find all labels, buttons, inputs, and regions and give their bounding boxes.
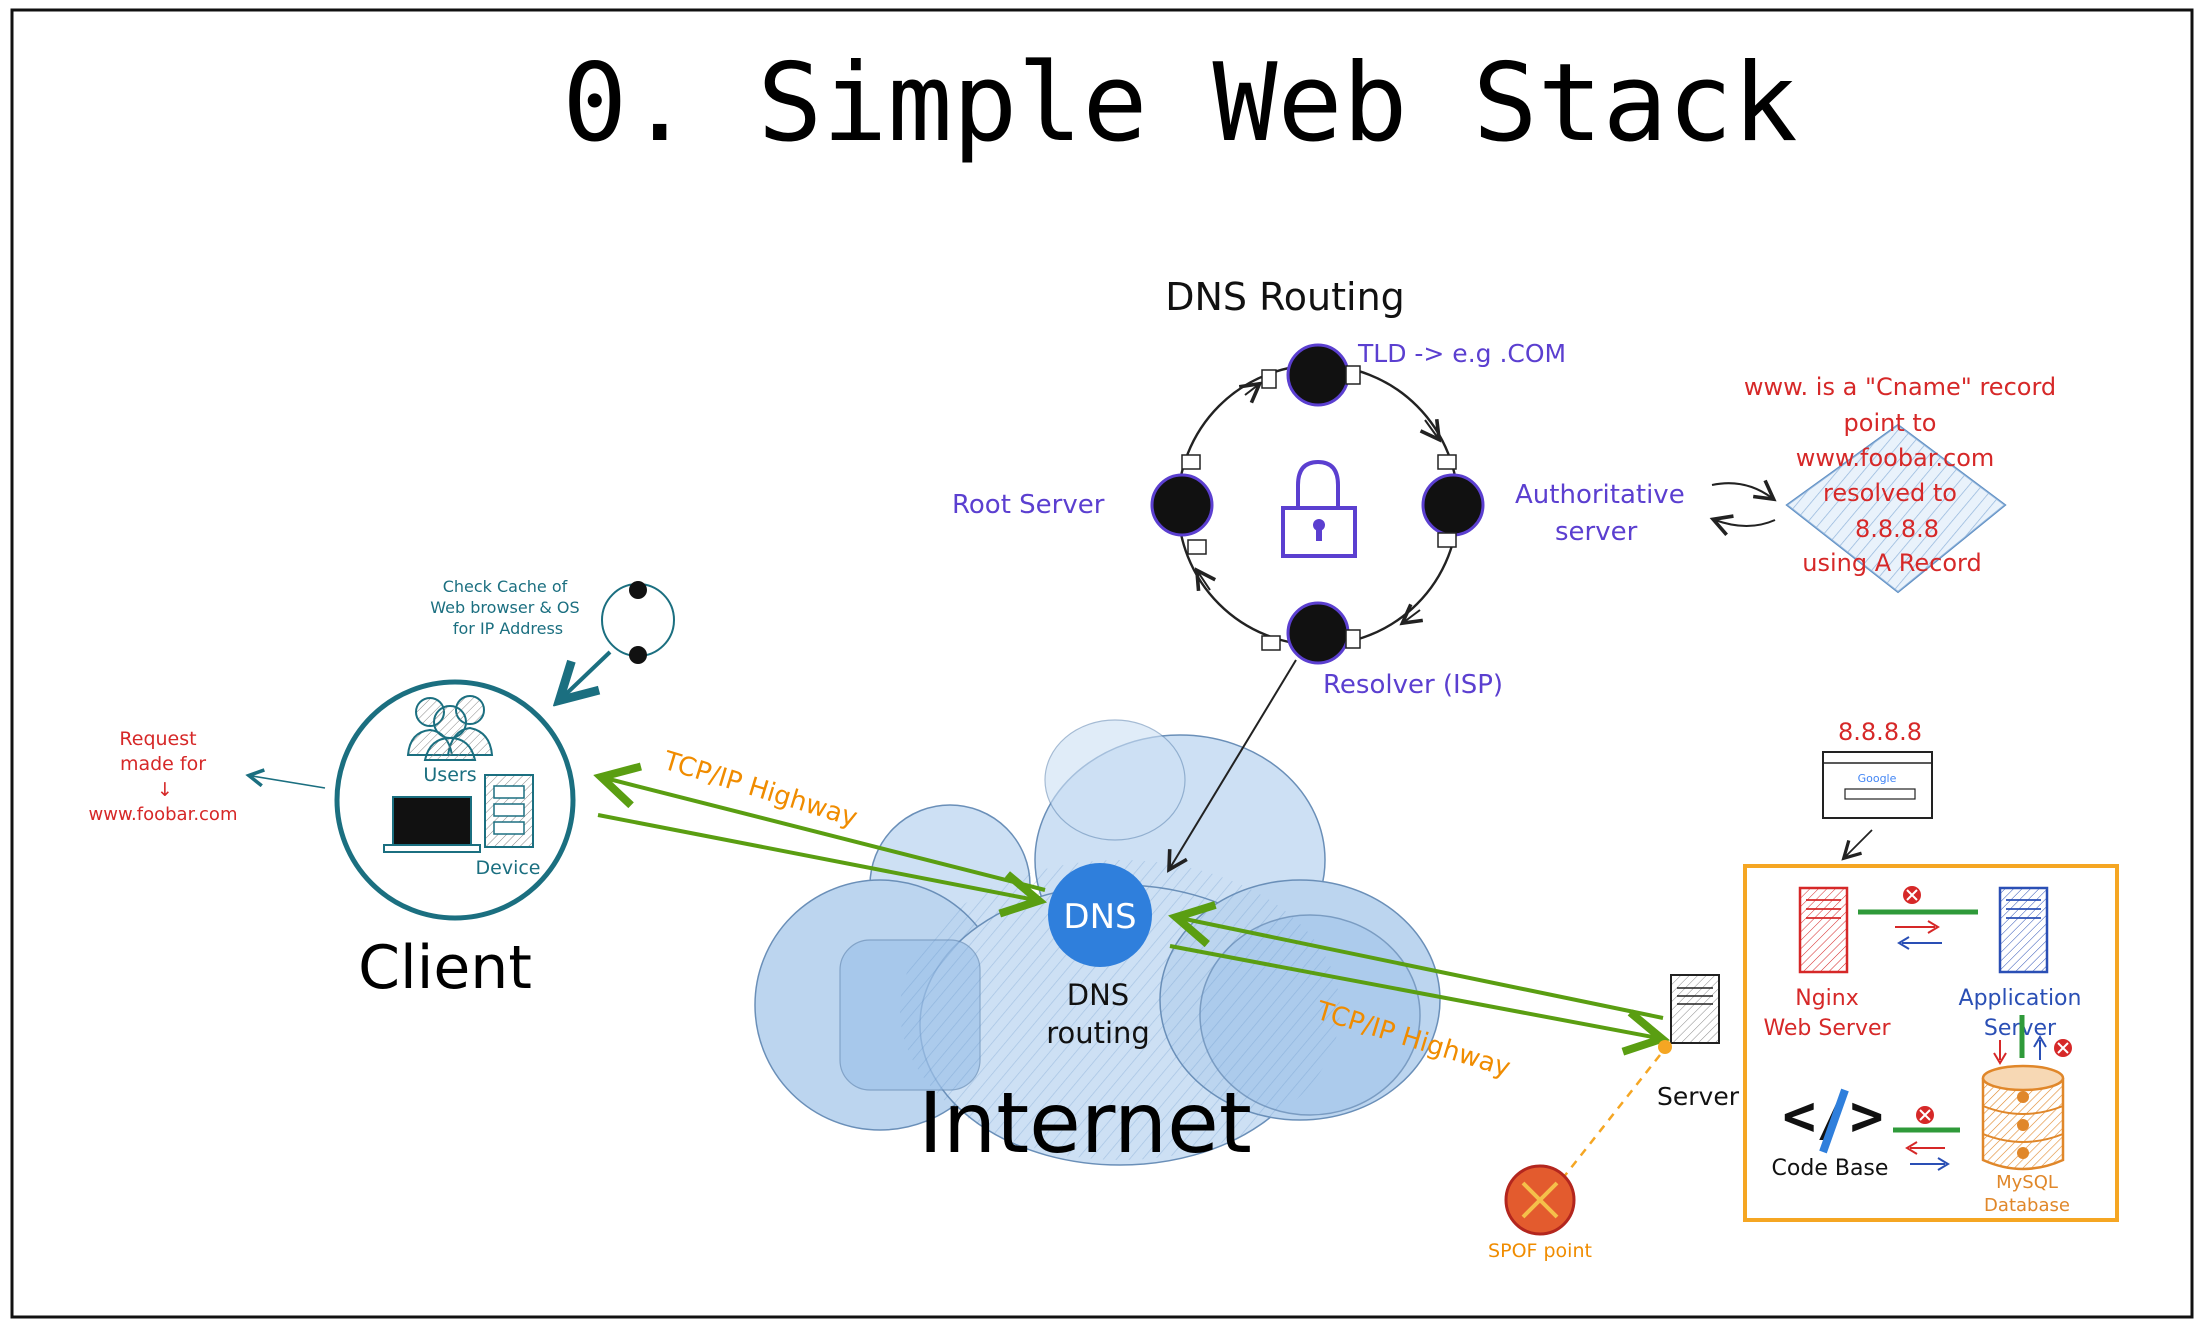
users-icon [406,695,494,761]
nginx-server-icon [1798,886,1849,974]
cname-line-5: 8.8.8.8 [1855,515,1939,543]
dns-routing-caption-2: routing [1046,1016,1150,1050]
server-ip-label: 8.8.8.8 [1838,718,1922,746]
mysql-database-icon [1981,1064,2065,1171]
dns-badge-label: DNS [1063,897,1136,937]
laptop-icon [383,796,481,853]
device-label: Device [476,857,541,879]
cache-line-2: Web browser & OS [430,598,579,617]
cname-note: www. is a "Cname" record point to www.fo… [1744,373,2056,594]
authoritative-label-2: server [1555,517,1638,547]
spof-label: SPOF point [1488,1240,1592,1262]
cname-line-4: resolved to [1823,479,1957,507]
mysql-label-1: MySQL [1996,1172,2058,1193]
dns-routing-heading: DNS Routing [1165,275,1405,319]
root-server-label: Root Server [952,490,1105,520]
dns-routing-caption-1: DNS [1067,978,1129,1012]
codebase-label: Code Base [1772,1156,1889,1181]
internet-label: Internet [918,1074,1252,1172]
highway-right-lower [1169,944,1658,1038]
request-line-2: made for [120,753,206,775]
request-note: Request made for ↓ www.foobar.com [89,728,326,825]
cname-line-6: using A Record [1802,549,1981,577]
application-server-icon [1998,886,2049,974]
tld-label: TLD -> e.g .COM [1357,339,1566,368]
highway-left-lower [597,813,1035,900]
client-label: Client [358,933,532,1003]
page-title: 0. Simple Web Stack [562,41,1797,166]
resolver-label: Resolver (ISP) [1323,670,1503,700]
mysql-label-2: Database [1984,1195,2070,1216]
authoritative-label-1: Authoritative [1515,480,1685,510]
resolver-node [1286,601,1350,665]
lock-icon [1281,459,1357,558]
spof-icon [1504,1164,1576,1236]
cname-line-2: point to [1844,409,1937,437]
cname-line-3: www.foobar.com [1796,444,1995,472]
server-stack-box [1743,864,2119,1222]
resolver-to-dns-arrow [1167,659,1297,873]
cname-line-1: www. is a "Cname" record [1744,373,2056,401]
dns-badge [1048,863,1152,967]
highway-left-label: TCP/IP Highway [659,746,861,834]
cache-line-3: for IP Address [453,619,563,638]
root-server-node [1150,473,1214,537]
users-label: Users [423,764,476,786]
browser-window-icon [1822,751,1933,819]
nginx-label-1: Nginx [1795,986,1859,1011]
highway-left-upper [605,778,1046,892]
browser-brand: Google [1858,772,1897,785]
server-label: Server [1657,1082,1740,1111]
client-group: Users Device Client Check Cache of Web b… [334,577,675,1003]
server-tower-icon [1670,974,1720,1044]
nginx-label-2: Web Server [1763,1016,1891,1041]
cache-arrow [565,650,612,695]
spof-dashed-link [1562,1054,1661,1179]
request-arrow: ↓ [157,779,173,801]
tablet-icon [484,774,534,848]
request-line-1: Request [119,728,196,750]
authoritative-node [1421,473,1485,537]
highway-right-upper [1180,918,1664,1020]
tld-node [1286,343,1350,407]
request-line-3: www.foobar.com [89,804,238,825]
dns-routing-group: DNS Routing TLD -> e.g .COM Root Server [952,275,1777,700]
outer-frame [10,8,2194,1319]
cache-line-1: Check Cache of [443,577,568,596]
app-server-label-1: Application [1959,986,2082,1011]
